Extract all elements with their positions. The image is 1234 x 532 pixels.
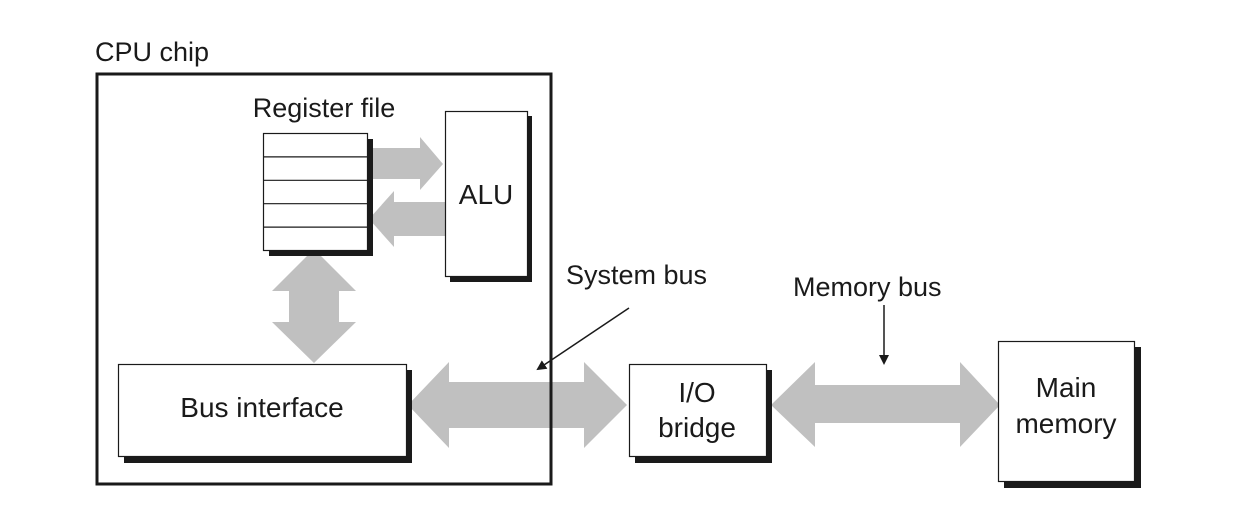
alu-to-regfile-arrow	[369, 191, 445, 247]
bus-interface: Bus interface	[117, 363, 412, 463]
register-file-label: Register file	[253, 93, 396, 123]
alu: ALU	[444, 110, 532, 282]
system-bus-label: System bus	[566, 260, 707, 290]
main-memory: Main memory	[997, 340, 1141, 488]
memory-bus-arrow	[771, 362, 1000, 447]
regfile-to-alu-arrow	[368, 137, 443, 190]
regfile-bus-interface-arrow	[272, 249, 356, 363]
register-file	[262, 132, 373, 256]
io-bridge-label-line2: bridge	[658, 412, 736, 443]
system-bus-arrow	[408, 362, 627, 448]
alu-box	[444, 110, 529, 278]
io-bridge-label-line1: I/O	[678, 377, 715, 408]
alu-label: ALU	[459, 179, 513, 210]
main-memory-box	[997, 340, 1136, 483]
cpu-chip-label: CPU chip	[95, 37, 209, 67]
memory-bus-label: Memory bus	[793, 272, 942, 302]
register-file-box	[262, 132, 369, 252]
main-memory-label-line2: memory	[1015, 408, 1116, 439]
bus-interface-label: Bus interface	[180, 392, 343, 423]
io-bridge: I/O bridge	[628, 363, 772, 463]
system-bus-pointer-arrow	[536, 307, 630, 371]
bus-interface-box	[117, 363, 408, 458]
io-bridge-box	[628, 363, 768, 458]
main-memory-label-line1: Main	[1036, 372, 1097, 403]
